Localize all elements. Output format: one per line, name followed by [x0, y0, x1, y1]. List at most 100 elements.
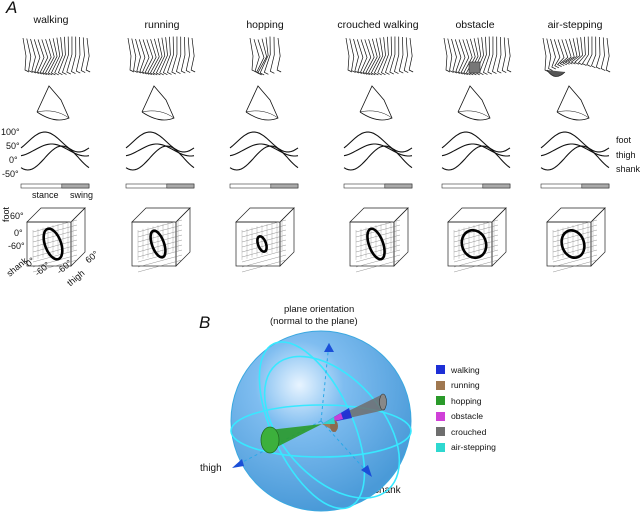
angle-trace [20, 143, 90, 157]
cube-mesh-line [453, 259, 499, 273]
stick-figure [367, 38, 378, 76]
gait-column [441, 36, 512, 273]
cube-side [393, 207, 409, 267]
angle-trace [441, 131, 511, 153]
arrow-thigh [232, 459, 244, 468]
cube-side [590, 207, 606, 267]
gait-column [20, 36, 91, 273]
stick-figure [180, 36, 186, 74]
cube-mesh-line [552, 234, 598, 248]
gait-loop [460, 228, 488, 260]
stick-figure [559, 39, 569, 66]
legend-label: crouched [451, 426, 487, 437]
angle-trace [540, 143, 610, 157]
angle-trace [540, 145, 610, 171]
stick-figure [353, 38, 360, 74]
stick-figure [149, 38, 160, 76]
cube-mesh-line [355, 259, 401, 273]
obstacle-block [468, 61, 481, 74]
gait-column [540, 36, 611, 273]
stick-figure [600, 37, 606, 71]
legend-item: crouched [436, 424, 496, 440]
panel-a-letter: A [6, 0, 18, 17]
stick-figure [564, 38, 575, 65]
angle-trace [441, 143, 511, 157]
stick-figure [37, 39, 45, 75]
cube-top [349, 207, 409, 223]
cube-mesh-line [552, 229, 598, 243]
panel-a-graphics [20, 36, 611, 273]
stick-figure [403, 37, 409, 73]
cone-obstacle [322, 413, 343, 424]
cube-mesh-line [355, 229, 401, 243]
panel-b-title-line2: (normal to the plane) [270, 316, 358, 327]
cube-top [546, 207, 606, 223]
stick-figure [463, 39, 473, 75]
angle-trace [441, 145, 511, 171]
stick-figure [162, 36, 171, 75]
stick-figure [30, 38, 37, 74]
phase-label-stance: stance [32, 190, 59, 200]
legend-swatch [436, 365, 445, 375]
legend-item: walking [436, 362, 496, 378]
legend-swatch [436, 396, 445, 406]
cube-mesh-line [137, 239, 183, 253]
angle-tick-neg50: -50° [2, 169, 19, 179]
angle-trace [540, 131, 610, 153]
cube-foot-tick-0: 0° [14, 228, 23, 238]
stick-figure [567, 38, 578, 65]
axis-label-shank: shank [374, 485, 401, 496]
endpoint-trajectory [141, 85, 175, 121]
legend-label: hopping [451, 395, 482, 406]
gait-title-hopping: hopping [246, 19, 284, 31]
cube-mesh-line [32, 249, 78, 263]
cone-crouched [322, 395, 385, 424]
angle-tick-50: 50° [6, 141, 20, 151]
cube-mesh-line [137, 259, 183, 273]
cube-mesh-line [241, 259, 287, 273]
cube-mesh-line [453, 254, 499, 268]
endpoint-trajectory-inner [359, 110, 393, 119]
legend-label: obstacle [451, 411, 484, 422]
stick-figure [176, 36, 182, 74]
stick-figure [557, 39, 565, 67]
stick-figure [370, 38, 381, 76]
stick-figure [389, 36, 396, 75]
stick-figure [570, 37, 581, 65]
stick-figure [454, 39, 462, 74]
stick-figure [595, 36, 601, 70]
cube-top [447, 207, 507, 223]
stick-figure [506, 37, 512, 73]
air-step-loop [546, 69, 566, 77]
axis-shank-dashed [320, 420, 369, 474]
stick-figure [39, 39, 49, 75]
angle-tick-100: 100° [1, 127, 20, 137]
angle-trace [343, 143, 413, 157]
stick-figure [377, 37, 386, 76]
stick-figure [542, 37, 550, 73]
cube-mesh-line [137, 224, 183, 238]
cube-foot-tick-neg60: -60° [8, 241, 25, 251]
cube-top [235, 207, 295, 223]
stick-figure [546, 38, 553, 71]
cone-hopping [269, 424, 322, 450]
cube-mesh-line [355, 219, 401, 233]
stick-figure [62, 36, 69, 75]
stick-figure [144, 39, 154, 75]
stick-figure [385, 36, 392, 75]
stick-figure [345, 37, 353, 73]
angle-trace [125, 143, 195, 157]
legend-label: walking [451, 364, 480, 375]
legend-item: running [436, 378, 496, 394]
cube-mesh-line [552, 249, 598, 263]
stick-figure [574, 37, 583, 65]
cube-mesh-line [453, 249, 499, 263]
gait-loop [366, 227, 386, 261]
arrow-foot [324, 343, 334, 352]
cube-side [491, 207, 507, 267]
axis-foot-dashed [320, 342, 330, 422]
stick-figure [75, 36, 81, 74]
endpoint-trajectory-inner [245, 110, 279, 119]
cube-mesh-line [32, 239, 78, 253]
cube-mesh-line [137, 254, 183, 268]
